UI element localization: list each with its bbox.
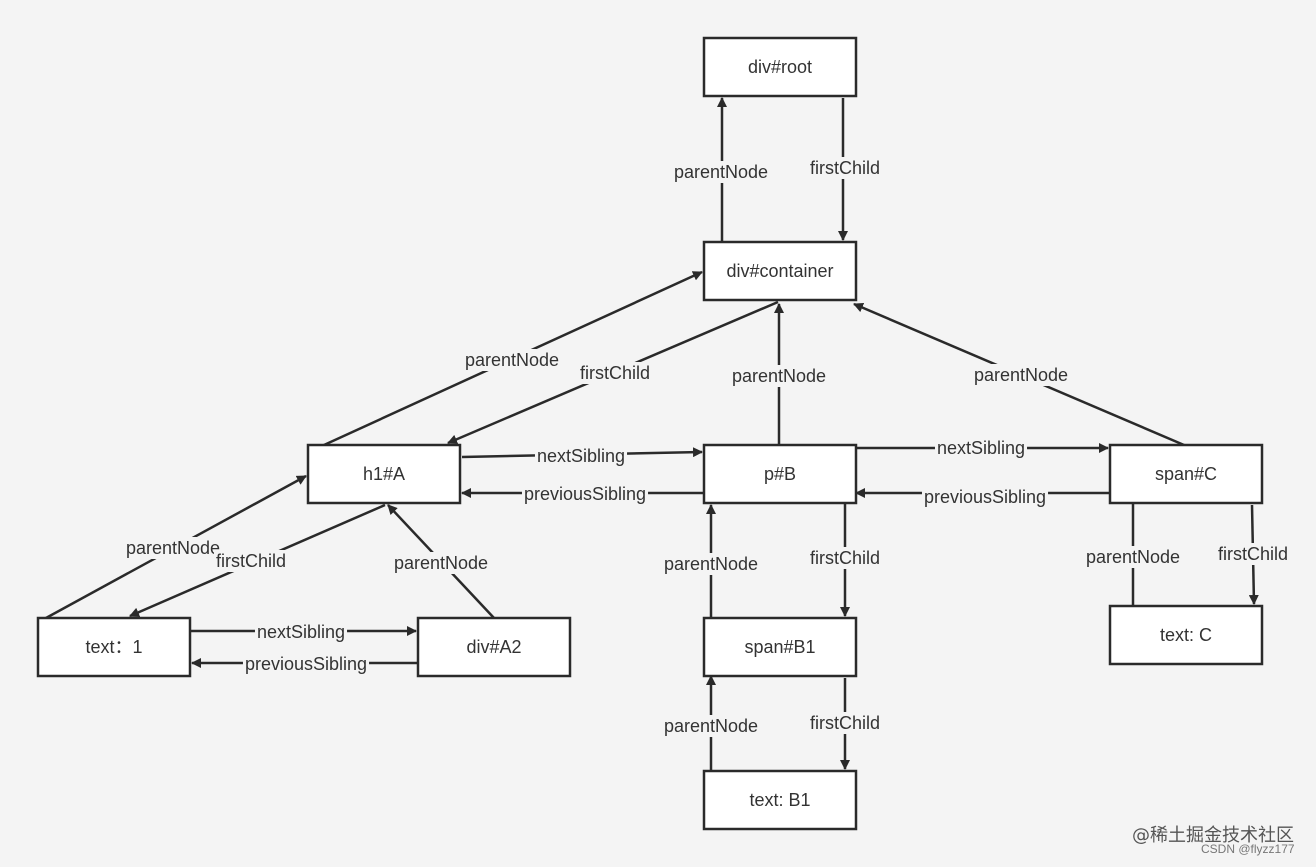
edge-label-bg	[391, 552, 491, 574]
edge-label-bg	[213, 550, 289, 572]
edge-label-bg	[671, 161, 771, 183]
edge-label-bg	[521, 483, 649, 505]
node-text1: text：1	[36, 616, 192, 678]
edge-label-bg	[123, 537, 223, 559]
node-label-textC: text: C	[1160, 625, 1212, 645]
edge-label-nextSibling-B-C: nextSibling	[937, 438, 1025, 458]
node-A2: div#A2	[416, 616, 572, 678]
node-textC: text: C	[1108, 604, 1264, 666]
node-box-textC	[1108, 604, 1264, 666]
edge-label-firstChild-container-A: firstChild	[580, 363, 650, 383]
node-B1: span#B1	[702, 616, 858, 678]
edge-label-parentNode-container-root: parentNode	[674, 162, 768, 182]
edge-label-bg	[807, 712, 883, 734]
node-label-root: div#root	[748, 57, 812, 77]
watermark-sub: CSDN @flyzz177	[1201, 842, 1295, 856]
node-box-container	[702, 240, 858, 302]
node-label-textB1: text: B1	[749, 790, 810, 810]
node-label-A: h1#A	[363, 464, 405, 484]
node-box-A	[306, 443, 462, 505]
node-label-text1: text：1	[85, 637, 142, 657]
edge-label-firstChild-B-B1: firstChild	[810, 548, 880, 568]
edge-label-firstChild-B1-textB1: firstChild	[810, 713, 880, 733]
node-box-text1	[36, 616, 192, 678]
edge-label-parentNode-textC-C: parentNode	[1086, 547, 1180, 567]
edge-label-firstChild-root-container: firstChild	[810, 158, 880, 178]
edge-label-parentNode-B-container: parentNode	[732, 366, 826, 386]
edge-label-bg	[661, 715, 761, 737]
edge-label-bg	[254, 621, 348, 643]
node-label-B1: span#B1	[744, 637, 815, 657]
edge-label-bg	[921, 486, 1049, 508]
edge-label-firstChild-C-textC: firstChild	[1218, 544, 1288, 564]
edge-label-bg	[242, 653, 370, 675]
edge-label-previousSibling-A2-text1: previousSibling	[245, 654, 367, 674]
edge-label-nextSibling-A-B: nextSibling	[537, 446, 625, 466]
edge-label-parentNode-textB1-B1: parentNode	[664, 716, 758, 736]
edge-label-parentNode-A2-A: parentNode	[394, 553, 488, 573]
edge-label-previousSibling-C-B: previousSibling	[924, 487, 1046, 507]
node-B: p#B	[702, 443, 858, 505]
node-label-container: div#container	[726, 261, 833, 281]
node-box-B	[702, 443, 858, 505]
node-box-A2	[416, 616, 572, 678]
edge-label-parentNode-B1-B: parentNode	[664, 554, 758, 574]
edge-label-bg	[1083, 546, 1183, 568]
node-label-B: p#B	[764, 464, 796, 484]
edge-label-firstChild-A-text1: firstChild	[216, 551, 286, 571]
edge-label-bg	[462, 349, 562, 371]
edge-label-previousSibling-B-A: previousSibling	[524, 484, 646, 504]
edge-label-parentNode-A-container: parentNode	[465, 350, 559, 370]
edge-label-bg	[661, 553, 761, 575]
node-container: div#container	[702, 240, 858, 302]
node-box-textB1	[702, 769, 858, 831]
node-box-B1	[702, 616, 858, 678]
edge-label-parentNode-text1-A: parentNode	[126, 538, 220, 558]
node-A: h1#A	[306, 443, 462, 505]
edge-label-bg	[729, 365, 829, 387]
edge-label-bg	[934, 437, 1028, 459]
edge-label-bg	[807, 157, 883, 179]
edge-label-bg	[534, 445, 628, 467]
node-box-root	[702, 36, 858, 98]
edge-label-parentNode-C-container: parentNode	[974, 365, 1068, 385]
watermark-main: @稀土掘金技术社区	[1132, 825, 1294, 846]
edge-label-bg	[971, 364, 1071, 386]
edge-label-bg	[577, 362, 653, 384]
node-label-A2: div#A2	[466, 637, 521, 657]
edge-label-bg	[807, 547, 883, 569]
node-root: div#root	[702, 36, 858, 98]
node-box-C	[1108, 443, 1264, 505]
edge-label-nextSibling-text1-A2: nextSibling	[257, 622, 345, 642]
node-label-C: span#C	[1155, 464, 1217, 484]
edge-label-bg	[1215, 543, 1291, 565]
node-C: span#C	[1108, 443, 1264, 505]
node-textB1: text: B1	[702, 769, 858, 831]
